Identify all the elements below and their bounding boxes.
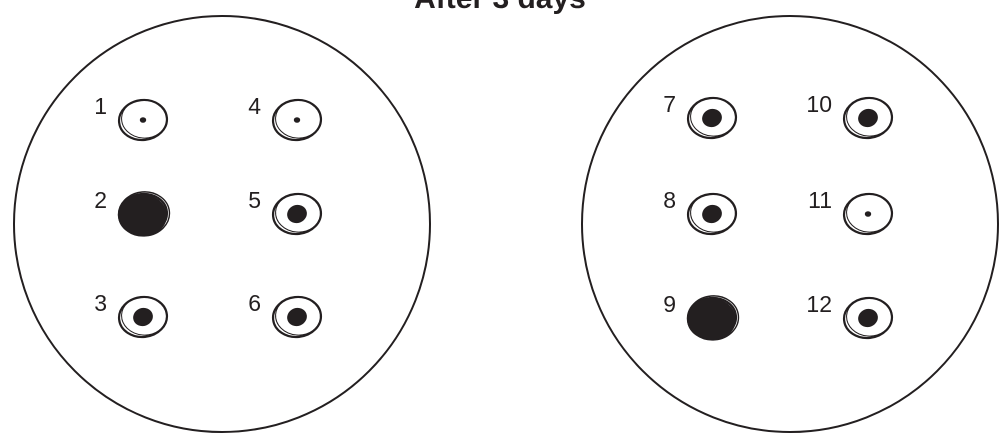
growth-spot (294, 117, 300, 123)
plate-outline (582, 16, 998, 432)
well-label: 10 (806, 91, 832, 117)
well-label: 12 (806, 291, 832, 317)
well-label: 9 (663, 291, 676, 317)
agar-plate-2: 7 8 9 10 11 12 (582, 16, 998, 432)
plate-outline (14, 16, 430, 432)
well-label: 2 (94, 187, 107, 213)
growth-spot (865, 211, 871, 217)
well-label: 6 (248, 290, 261, 316)
well-label: 4 (248, 93, 261, 119)
well-label: 8 (663, 187, 676, 213)
growth-spot (140, 117, 146, 123)
well-label: 3 (94, 290, 107, 316)
well-label: 11 (808, 187, 832, 213)
well-label: 7 (663, 91, 676, 117)
agar-plate-1: 1 2 3 4 5 6 (14, 16, 430, 432)
well-label: 5 (248, 187, 261, 213)
well-label: 1 (94, 93, 107, 119)
